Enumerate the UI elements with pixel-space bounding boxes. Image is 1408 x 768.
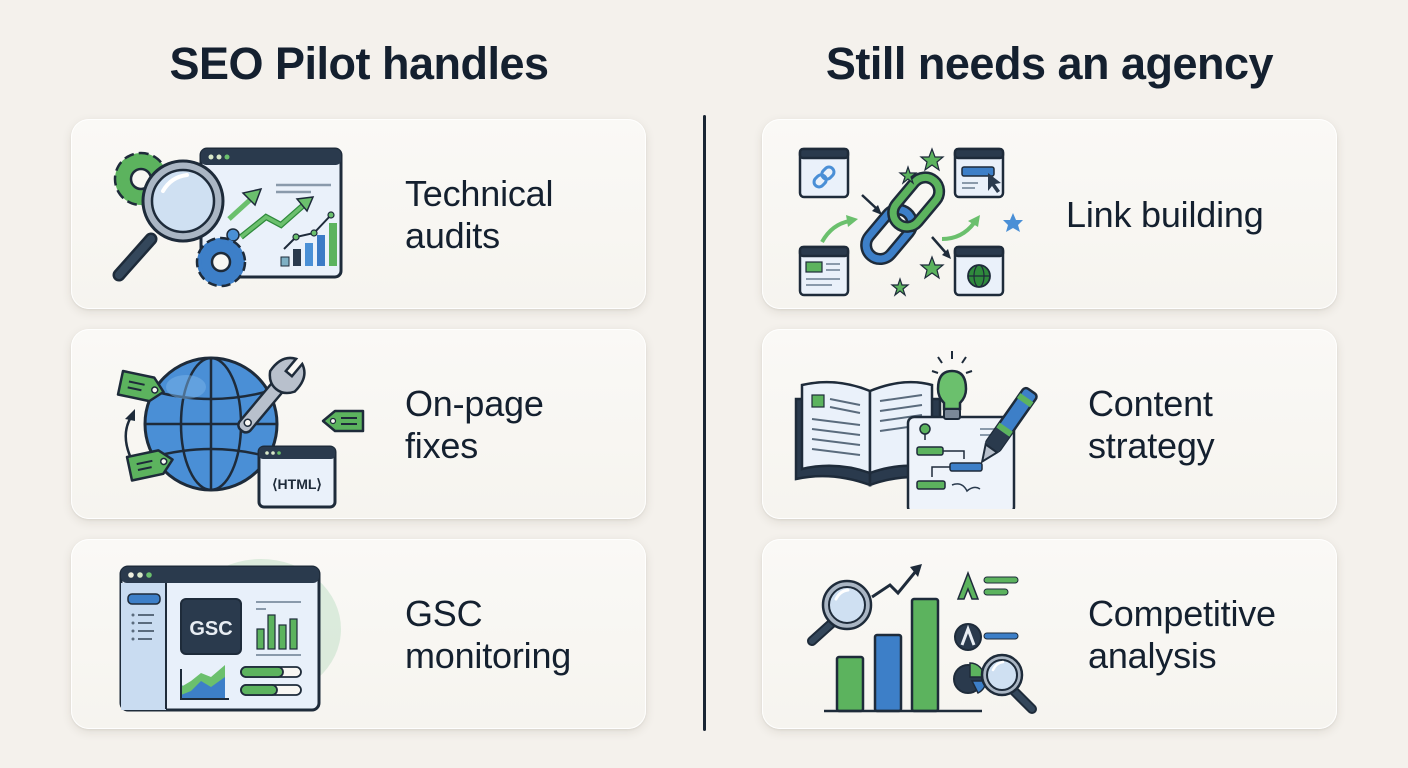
column-divider [703, 115, 706, 731]
on-page-fixes-icon: ⟨HTML⟩ [101, 339, 391, 509]
content-strategy-icon [792, 339, 1082, 509]
card-gsc-monitoring: GSC GSC monitoring [71, 539, 646, 729]
card-technical-audits: Technical audits [71, 119, 646, 309]
left-column-title: SEO Pilot handles [169, 38, 549, 89]
link-building-icon [792, 129, 1082, 299]
card-competitive-analysis: Competitive analysis [762, 539, 1337, 729]
card-content-strategy: Content strategy [762, 329, 1337, 519]
gsc-dashboard-icon: GSC [101, 549, 391, 719]
card-label: On-page fixes [405, 383, 544, 466]
card-label: Link building [1066, 194, 1264, 235]
technical-audit-icon [101, 129, 391, 299]
card-label: Competitive analysis [1088, 593, 1276, 676]
card-link-building: Link building [762, 119, 1337, 309]
card-label: GSC monitoring [405, 593, 572, 676]
gsc-text: GSC [189, 618, 232, 640]
competitive-analysis-icon [782, 549, 1072, 719]
html-tag-text: ⟨HTML⟩ [272, 476, 322, 492]
card-on-page-fixes: ⟨HTML⟩ On-page fixes [71, 329, 646, 519]
card-label: Content strategy [1088, 383, 1215, 466]
right-column-title: Still needs an agency [825, 38, 1274, 89]
card-label: Technical audits [405, 173, 554, 256]
